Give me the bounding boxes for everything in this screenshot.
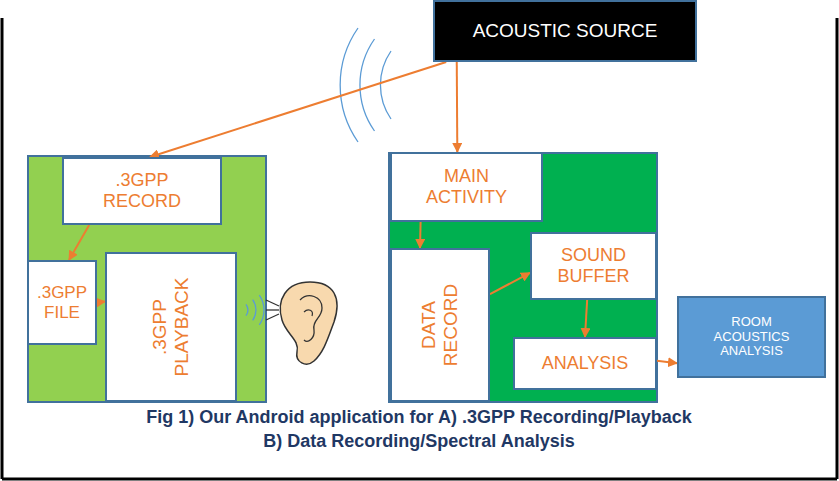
box-label: ANALYSIS <box>542 353 629 374</box>
process-box: SOUND BUFFER <box>530 232 657 300</box>
flow-arrow <box>69 225 89 260</box>
ear-icon <box>280 282 337 364</box>
flow-arrow <box>419 222 422 248</box>
sound-lines <box>266 300 279 320</box>
file-box: .3GPP FILE <box>27 260 97 345</box>
flow-arrow <box>657 361 677 363</box>
process-box: .3GPP RECORD <box>62 157 222 225</box>
flow-arrow <box>150 62 446 157</box>
output-box: ROOM ACOUSTICS ANALYSIS <box>677 296 826 378</box>
process-box: .3GPP PLAYBACK <box>105 252 237 402</box>
box-label: .3GPP PLAYBACK <box>149 277 193 377</box>
process-box: ANALYSIS <box>513 337 657 390</box>
flow-arrow <box>490 273 530 294</box>
process-box: MAIN ACTIVITY <box>390 152 543 222</box>
source-box: ACOUSTIC SOURCE <box>433 0 697 62</box>
box-label: .3GPP FILE <box>32 283 92 322</box>
box-label: DATA RECORD <box>418 278 462 373</box>
flow-arrow <box>97 302 105 303</box>
box-label: ROOM ACOUSTICS ANALYSIS <box>707 315 797 360</box>
outer-frame <box>2 18 837 479</box>
sound-waves <box>246 28 391 325</box>
flow-arrow <box>456 62 459 152</box>
figure-caption: Fig 1) Our Android application for A) .3… <box>139 405 699 454</box>
flow-arrow <box>585 300 587 337</box>
box-label: SOUND BUFFER <box>544 245 644 286</box>
box-label: ACOUSTIC SOURCE <box>473 20 658 42</box>
box-label: .3GPP RECORD <box>87 170 197 211</box>
process-box: DATA RECORD <box>390 248 490 402</box>
box-label: MAIN ACTIVITY <box>412 166 522 207</box>
